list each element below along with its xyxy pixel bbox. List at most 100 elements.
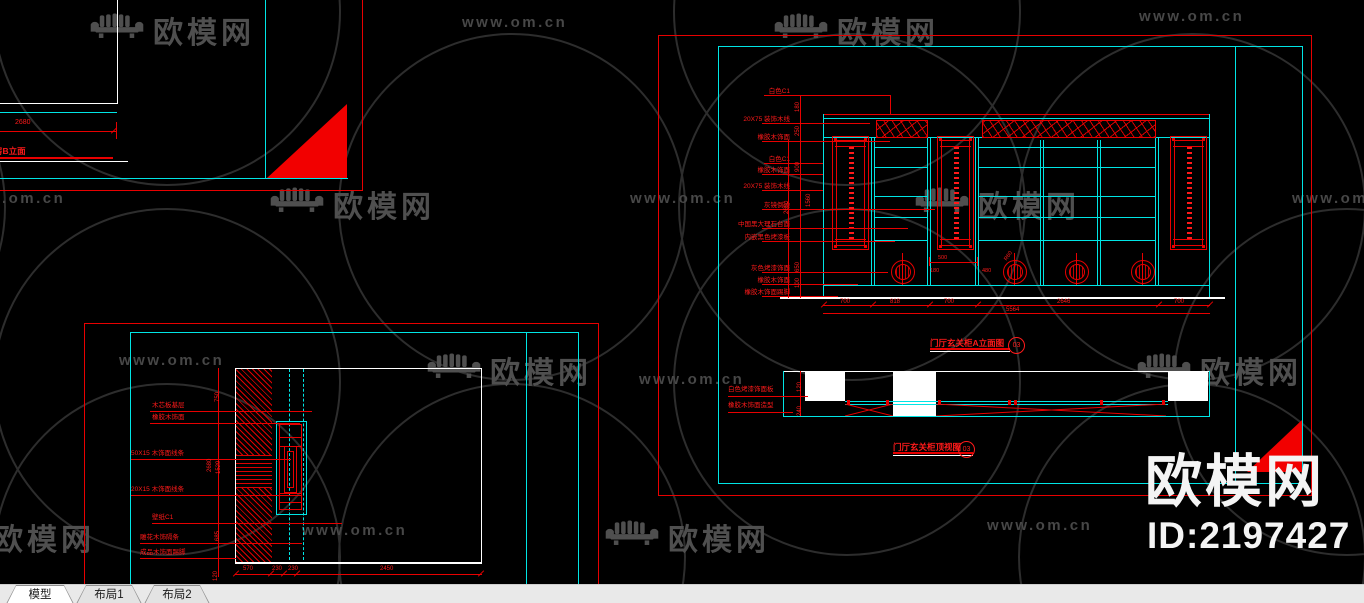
ornate-door-panel [937, 136, 974, 250]
extension-line [929, 257, 930, 266]
annotation: 橡胶木饰面 [757, 134, 791, 141]
wall-line [235, 368, 482, 369]
detail-number: 03 [1012, 342, 1021, 349]
panel-core [284, 446, 297, 493]
dim-text: 1560 [806, 193, 812, 207]
panel-corner [864, 245, 867, 248]
sofa-icon [88, 13, 146, 48]
plan-cross [936, 404, 1166, 416]
plan-block [893, 371, 936, 416]
line [0, 112, 117, 113]
tab-model-label[interactable]: 模型 [7, 586, 73, 603]
plan-block [1168, 371, 1208, 401]
leader-line [762, 209, 935, 210]
watermark-url: www.om.cn [1292, 190, 1364, 207]
medallion [1003, 260, 1027, 284]
plan-line [845, 404, 1168, 405]
watermark-logo: 欧模网 [268, 182, 435, 226]
dim-text: 2680 [15, 119, 31, 126]
title-underline-2 [0, 161, 128, 162]
watermark-url: www.om.cn [0, 190, 66, 207]
annotation: 灰色烤漆饰面 [751, 265, 790, 272]
tab-model[interactable]: 模型 [6, 585, 74, 603]
tab-layout1[interactable]: 布局1 [76, 585, 142, 603]
panel-rung [940, 146, 971, 147]
title-underline [0, 157, 113, 159]
frame-line [362, 0, 363, 191]
cabinet-line [1209, 114, 1210, 298]
frame-line [658, 35, 1312, 36]
model-id: ID:2197427 [1147, 515, 1351, 556]
leader-line [762, 190, 823, 191]
dimension-line [823, 313, 1210, 314]
dim-text: 2680 [207, 458, 213, 472]
panel-inner-border [836, 140, 865, 246]
shelf-line [978, 240, 1155, 241]
leader-line [762, 272, 888, 273]
dim-text: 180 [930, 268, 940, 274]
dim-text: 500 [938, 255, 948, 261]
line [117, 0, 118, 104]
bay-divider [927, 137, 928, 285]
shelf-line [978, 196, 1155, 197]
watermark-logo: 欧模网 [425, 348, 592, 392]
tab-layout2[interactable]: 布局2 [144, 585, 210, 603]
watermark-url: www.om.cn [462, 14, 568, 31]
frame-line [718, 483, 1303, 484]
dimension-line [929, 262, 977, 263]
annotation: 雕花木饰隔条 [140, 534, 179, 541]
title-underline [930, 348, 1010, 350]
tab-layout1-label[interactable]: 布局1 [77, 586, 141, 603]
extension-line [116, 122, 117, 139]
lattice-strip [876, 120, 928, 138]
annotation: 中国黑大理石台面 [738, 221, 790, 228]
frame-line [578, 332, 579, 584]
frame-line [658, 35, 659, 496]
watermark-brand-text: 欧模网 [837, 17, 939, 50]
shelf-line [874, 147, 927, 148]
watermark-logo: 欧模网 [603, 515, 770, 559]
plan-tick [1162, 400, 1165, 405]
watermark-brand-text: 欧模网 [490, 357, 592, 390]
panel-corner [834, 138, 837, 141]
watermark-logo: 欧模网 [0, 515, 95, 559]
annotation: 白色C1 [768, 156, 790, 163]
annotation: 木芯板基层 [152, 402, 185, 409]
frame-line [84, 323, 599, 324]
detail-number-bubble: 03 [1008, 337, 1025, 354]
panel-calligraphy [1186, 147, 1192, 239]
cabinet-line [823, 114, 824, 298]
dim-text: 480 [982, 268, 992, 274]
leader-line [762, 284, 858, 285]
dim-text: 700 [944, 299, 955, 305]
panel-calligraphy [848, 147, 854, 239]
plan-line [1209, 371, 1210, 416]
panel-corner [834, 245, 837, 248]
leader-line [764, 95, 890, 96]
annotation: 橡胶木饰面造型 [728, 402, 774, 409]
panel-corner [939, 138, 942, 141]
frame-line [265, 0, 266, 178]
frame-line [0, 178, 348, 179]
leader-line [131, 459, 291, 460]
view-title: 门厅玄关柜A立面图 [930, 338, 1005, 348]
watermark-logo: 欧模网 [1135, 348, 1302, 392]
leader-line [140, 543, 302, 544]
shelf-line [874, 240, 927, 241]
dim-text: 5564 [1006, 307, 1020, 313]
extension-line [977, 257, 978, 266]
leader-line [728, 412, 793, 413]
panel-corner [969, 138, 972, 141]
watermark-brand-text: 欧模网 [0, 524, 95, 557]
dim-text: 700 [840, 299, 851, 305]
watermark-brand-text: 欧模网 [668, 524, 770, 557]
plan-tick [1008, 400, 1011, 405]
watermark-url: www.om.cn [639, 371, 745, 388]
dim-text: 700 [1174, 299, 1185, 305]
dim-text: 818 [890, 299, 901, 305]
tab-layout2-label[interactable]: 布局2 [145, 586, 209, 603]
annotation: 橡胶木饰面 [757, 277, 791, 284]
leader-line [762, 228, 908, 229]
dimension-line [218, 368, 219, 577]
centerline [289, 369, 290, 560]
